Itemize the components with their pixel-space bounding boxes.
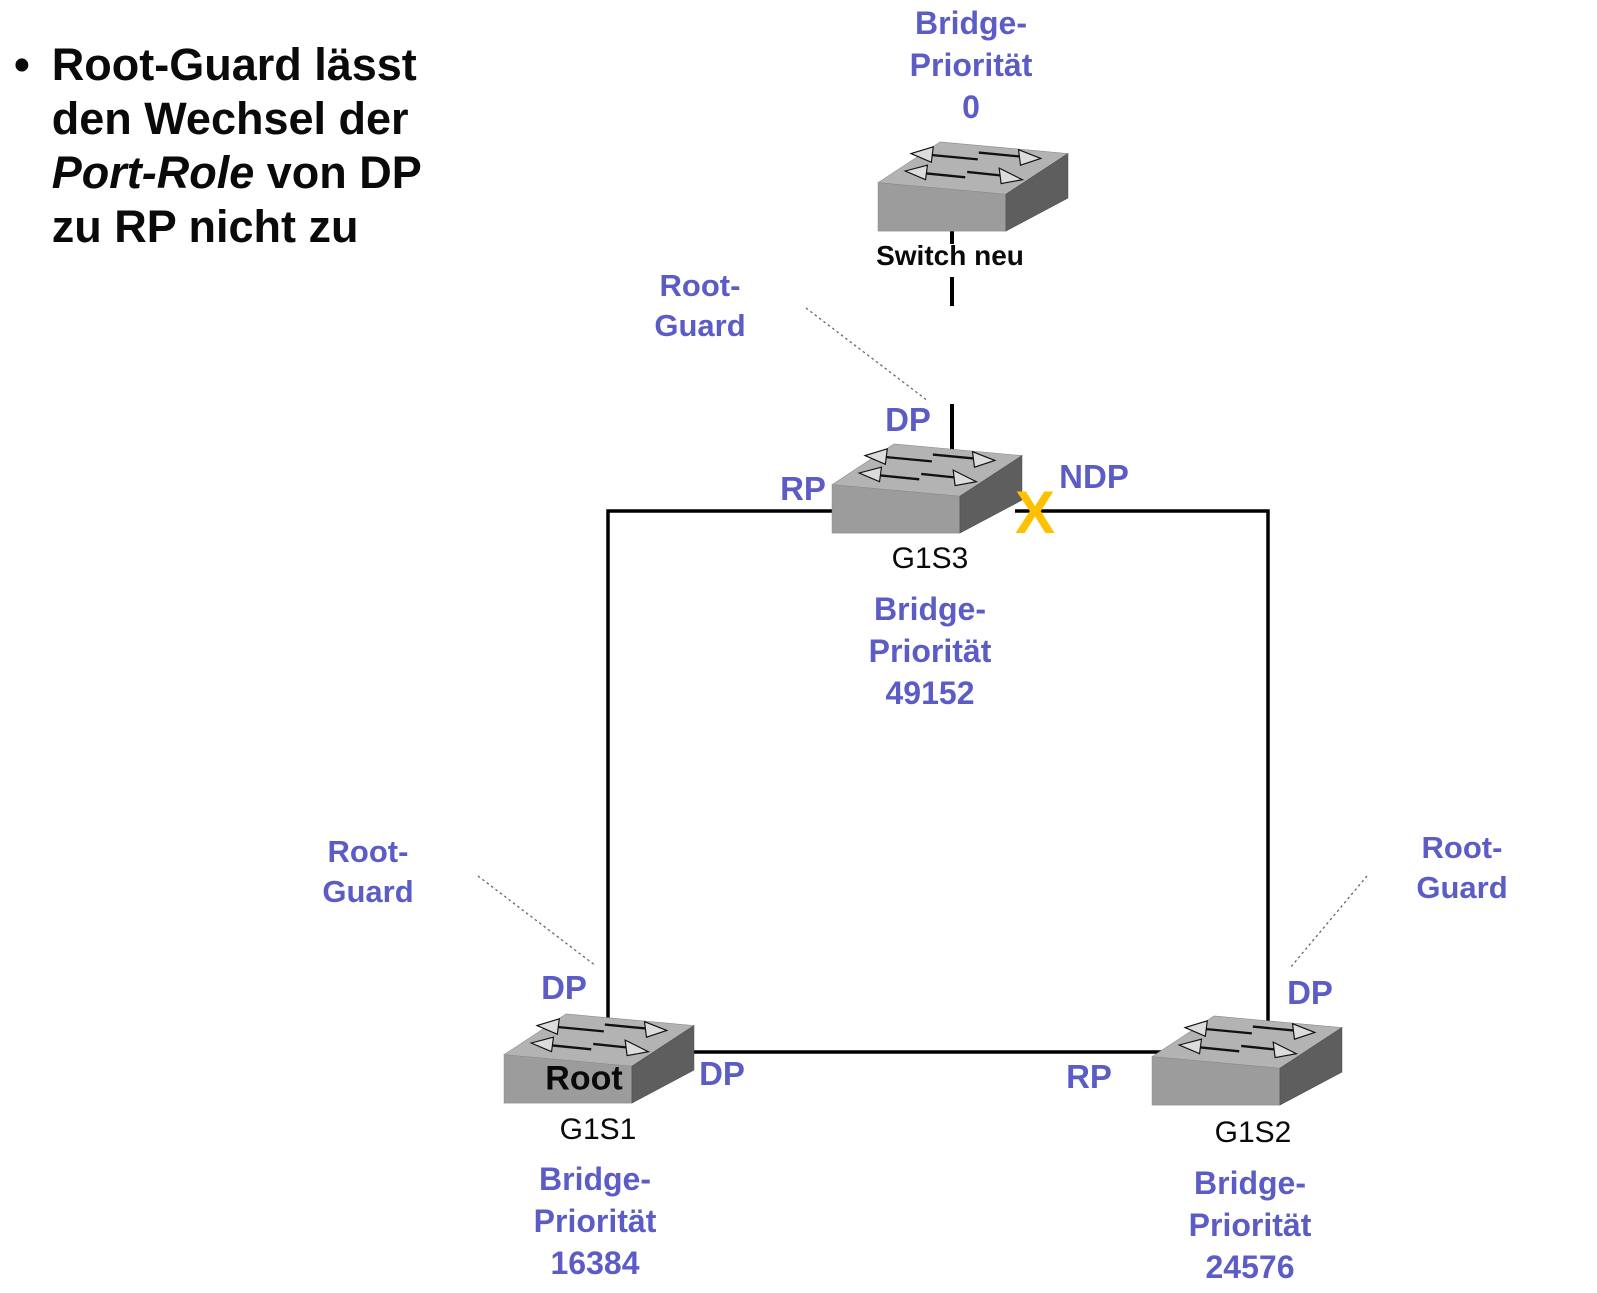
- link-g1s3-g1s1: [606, 509, 860, 1045]
- switch-new-name: Switch neu: [876, 240, 1024, 271]
- bullet-text: Root-Guard lässt den Wechsel der Port-Ro…: [52, 38, 422, 254]
- priority-label-g1s3: Bridge- Priorität 49152: [869, 588, 992, 714]
- root-guard-label-mid: Root- Guard: [654, 266, 745, 346]
- priority-value-switch-new: 0: [962, 89, 980, 125]
- root-guard-line1: Root-: [1421, 830, 1503, 865]
- pointer-line-rootguard-g1s2: [1289, 875, 1368, 969]
- priority-label-g1s1: Bridge- Priorität 16384: [534, 1158, 657, 1284]
- bullet-line-2: den Wechsel der: [51, 93, 409, 144]
- root-guard-line2: Guard: [654, 308, 746, 343]
- root-guard-line1: Root-: [327, 834, 409, 869]
- priority-value-g1s3: 49152: [885, 675, 975, 711]
- slide-bullet-block: • Root-Guard lässt den Wechsel der Port-…: [14, 38, 422, 254]
- root-guard-label-left: Root- Guard: [322, 832, 413, 912]
- switch-g1s2-name: G1S2: [1214, 1116, 1292, 1149]
- root-guard-line2: Guard: [322, 874, 414, 909]
- pointer-line-rootguard-g1s3: [805, 307, 929, 402]
- port-label-g1s1-dp-right: DP: [699, 1055, 745, 1092]
- priority-line2: Priorität: [909, 47, 1033, 83]
- bullet-line-3: Port-Role von DP: [52, 146, 422, 200]
- port-label-g1s1-dp-top: DP: [541, 969, 587, 1006]
- pointer-line-rootguard-g1s1: [477, 875, 597, 967]
- priority-line1: Bridge-: [915, 5, 1027, 41]
- bullet-marker: •: [14, 39, 30, 90]
- port-label-g1s3-dp: DP: [885, 401, 931, 438]
- bullet-line-1: Root-Guard lässt: [51, 39, 417, 90]
- priority-label-g1s2: Bridge- Priorität 24576: [1189, 1162, 1312, 1288]
- link-g1s3-g1s2: [1015, 509, 1270, 1045]
- root-guard-line1: Root-: [659, 268, 741, 303]
- port-label-g1s2-rp-left: RP: [1066, 1058, 1112, 1095]
- bullet-line-3-italic: Port-Role: [51, 147, 255, 198]
- switch-g1s3-name: G1S3: [891, 542, 969, 575]
- priority-line1: Bridge-: [874, 591, 986, 627]
- blocked-port-x-mark: X: [1014, 479, 1056, 546]
- priority-value-g1s2: 24576: [1205, 1249, 1295, 1285]
- priority-line1: Bridge-: [539, 1161, 651, 1197]
- port-label-g1s3-rp: RP: [780, 470, 826, 507]
- root-guard-label-right: Root- Guard: [1416, 828, 1507, 908]
- priority-line1: Bridge-: [1194, 1165, 1306, 1201]
- root-bridge-face-label: Root: [545, 1059, 623, 1098]
- priority-line2: Priorität: [533, 1203, 657, 1239]
- priority-line2: Priorität: [1188, 1207, 1312, 1243]
- bullet-line-3-rest: von DP: [254, 147, 422, 198]
- priority-value-g1s1: 16384: [550, 1245, 640, 1281]
- root-guard-line2: Guard: [1416, 870, 1508, 905]
- bullet-line-4: zu RP nicht zu: [51, 201, 359, 252]
- switch-g1s1-name: G1S1: [559, 1113, 637, 1146]
- port-label-g1s3-ndp: NDP: [1059, 458, 1129, 495]
- priority-line2: Priorität: [868, 633, 992, 669]
- port-label-g1s2-dp-top: DP: [1287, 974, 1333, 1011]
- priority-label-switch-new: Bridge- Priorität 0: [910, 2, 1033, 128]
